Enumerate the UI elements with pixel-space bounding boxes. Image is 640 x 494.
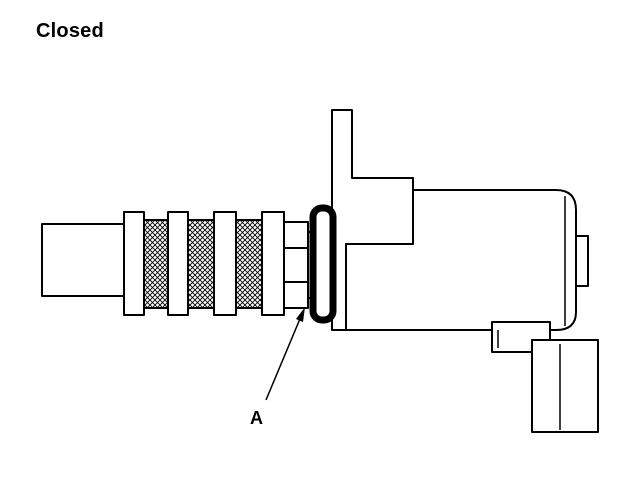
spool-land-4 [261,211,285,316]
spool-land-3 [213,211,237,316]
callout-leader [265,313,303,401]
diagram-title: Closed [36,20,104,42]
spool-land-1 [123,211,145,316]
callout-arrowhead [296,307,305,322]
filter-screen-1 [143,219,169,309]
spool-land-2 [167,211,189,316]
o-ring [309,204,337,324]
solenoid-body [345,189,577,331]
end-cap [575,235,589,287]
nozzle-tip [41,223,129,297]
connector-plug [531,339,599,433]
filter-screen-3 [235,219,263,309]
hex-section [283,221,309,309]
filter-screen-2 [187,219,215,309]
callout-label-a: A [250,408,263,428]
